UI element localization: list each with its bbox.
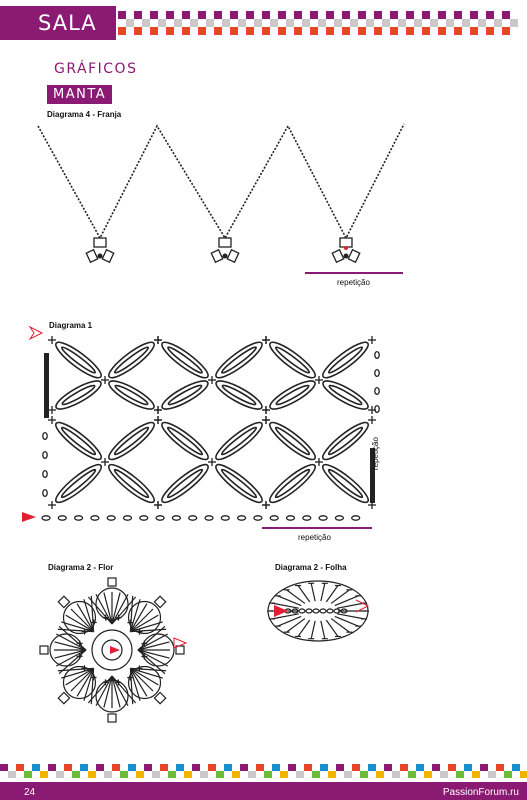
diagram-1-title: Diagrama 1 bbox=[49, 321, 93, 330]
footer-bar bbox=[0, 782, 527, 800]
diagram-folha-title: Diagrama 2 - Folha bbox=[275, 563, 347, 572]
page-number: 24 bbox=[24, 787, 36, 798]
page-header: SALA bbox=[0, 0, 527, 48]
site-watermark: PassionForum.ru bbox=[442, 787, 519, 798]
franja-repeat-label: repetição bbox=[337, 278, 370, 287]
subsection-title: MANTA bbox=[47, 85, 113, 104]
d1-repeat-label-side: repetição bbox=[371, 437, 380, 470]
diagram-franja-title: Diagrama 4 - Franja bbox=[47, 110, 122, 119]
diagram-flor-title: Diagrama 2 - Flor bbox=[48, 563, 114, 572]
section-title: GRÁFICOS bbox=[54, 61, 138, 77]
d1-repeat-label-bottom: repetição bbox=[298, 533, 331, 542]
checker-band bbox=[118, 11, 518, 35]
section-tag: SALA bbox=[0, 6, 116, 40]
footer-checker-band bbox=[0, 764, 527, 778]
page-footer: 24 PassionForum.ru bbox=[0, 760, 527, 800]
